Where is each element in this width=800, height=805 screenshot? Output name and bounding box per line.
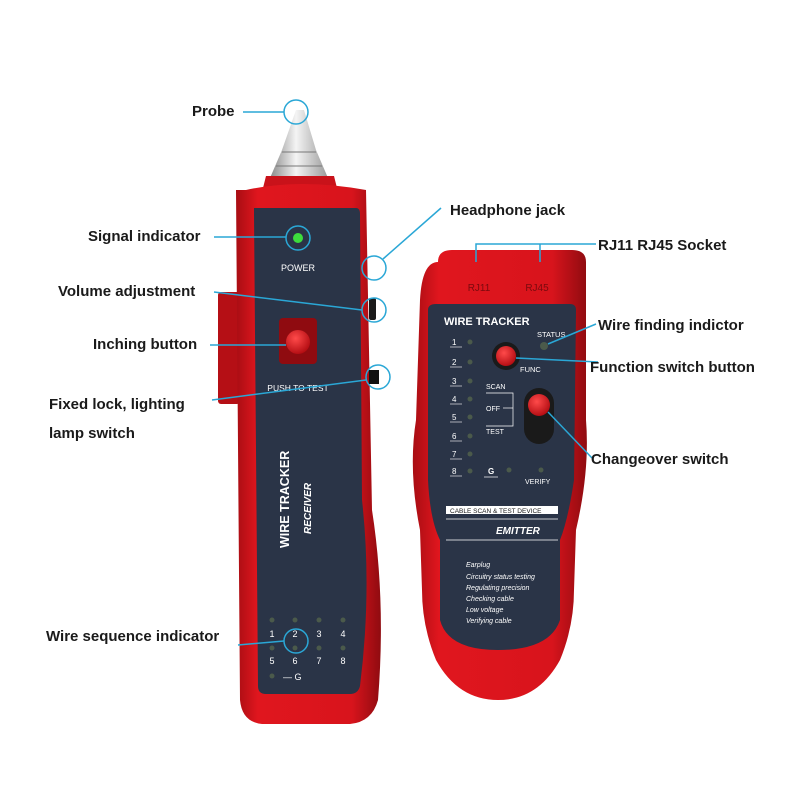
receiver-wire-number: 1 — [269, 629, 274, 639]
changeover-line — [547, 411, 593, 459]
emitter-ground-label: G — [488, 467, 494, 476]
test-label: TEST — [486, 429, 505, 436]
wire-finding-line — [547, 323, 597, 345]
volume-line — [213, 291, 363, 311]
func-line — [515, 357, 599, 363]
emitter-wire-number: 3 — [452, 377, 457, 386]
wire-sequence-label: Wire sequence indicator — [46, 628, 220, 645]
emitter-model: EMITTER — [496, 526, 541, 537]
lock-switch-ring — [365, 364, 391, 390]
lock-switch[interactable] — [369, 370, 379, 384]
emitter-wire-leds — [467, 339, 473, 474]
callout-lines — [210, 111, 599, 646]
emitter-brand: WIRE TRACKER — [444, 316, 530, 328]
emitter-wire-number: 8 — [452, 467, 457, 476]
signal-indicator-label: Signal indicator — [88, 228, 201, 245]
socket-line — [475, 243, 596, 262]
receiver-wire-number: 3 — [316, 629, 321, 639]
emitter-wire-number: 7 — [452, 450, 457, 459]
wire-sequence-line — [237, 640, 285, 646]
push-to-test-label: PUSH TO TEST — [267, 383, 328, 393]
receiver-wire-number: 2 — [292, 629, 297, 639]
lock-line — [211, 379, 367, 401]
receiver-model: RECEIVER — [303, 482, 314, 534]
wire-finding-label: Wire finding indictor — [598, 317, 744, 334]
emitter-wire-number: 4 — [452, 395, 457, 404]
feature-item: Regulating precision — [466, 585, 530, 592]
feature-item: Circuitry status testing — [466, 574, 535, 581]
function-switch-button[interactable] — [496, 346, 516, 366]
port-rj11-label: RJ11 — [468, 283, 491, 294]
emitter-wire-number: 5 — [452, 413, 457, 422]
port-rj45-label: RJ45 — [525, 283, 549, 294]
volume-wheel[interactable] — [369, 298, 376, 320]
socket-label: RJ11 RJ45 Socket — [598, 237, 727, 254]
probe-label: Probe — [192, 103, 235, 120]
receiver-wire-number: 4 — [340, 629, 345, 639]
lamp-switch-label: lamp switch — [49, 425, 135, 442]
receiver-wire-leds — [269, 617, 346, 651]
off-label: OFF — [486, 406, 500, 413]
wire-finding-led — [540, 342, 548, 350]
feature-item: Verifying cable — [466, 618, 512, 625]
feature-item: Earplug — [466, 562, 490, 569]
headphone-jack-label: Headphone jack — [450, 202, 566, 219]
scan-label: SCAN — [486, 384, 505, 391]
emitter-wire-number: 2 — [452, 358, 457, 367]
receiver-wire-number: 5 — [269, 656, 274, 666]
receiver-wire-number: 6 — [292, 656, 297, 666]
receiver-brand: WIRE TRACKER — [278, 451, 292, 548]
changeover-switch-label: Changeover switch — [591, 451, 729, 468]
function-switch-label: Function switch button — [590, 359, 755, 376]
inching-button[interactable] — [286, 330, 310, 354]
changeover-switch[interactable] — [528, 394, 550, 416]
receiver-wire-number: 7 — [316, 656, 321, 666]
receiver-wire-number: 8 — [340, 656, 345, 666]
volume-adjustment-label: Volume adjustment — [58, 283, 196, 300]
emitter-device: RJ11 RJ45 WIRE TRACKER STATUS FUNC 1 2 3… — [412, 250, 587, 700]
receiver-ground-label: — G — [283, 672, 302, 682]
side-clip — [218, 292, 240, 404]
emitter-wire-number: 6 — [452, 432, 457, 441]
headphone-line — [382, 207, 442, 260]
feature-item: Checking cable — [466, 596, 514, 603]
receiver-device: POWER PUSH TO TEST WIRE TRACKER RECEIVER… — [218, 99, 391, 724]
func-label: FUNC — [520, 365, 541, 374]
emitter-wire-number: 1 — [452, 338, 457, 347]
status-label: STATUS — [537, 330, 565, 339]
headphone-jack-ring — [361, 255, 387, 281]
signal-indicator-led — [293, 233, 303, 243]
power-label: POWER — [281, 263, 316, 273]
fixed-lock-label: Fixed lock, lighting — [49, 396, 185, 413]
probe-tip — [270, 110, 328, 178]
signal-indicator-ring — [285, 225, 311, 251]
verify-label: VERIFY — [525, 479, 551, 486]
feature-item: Low voltage — [466, 607, 503, 614]
inching-button-label: Inching button — [93, 336, 198, 353]
device-label: CABLE SCAN & TEST DEVICE — [450, 508, 542, 515]
